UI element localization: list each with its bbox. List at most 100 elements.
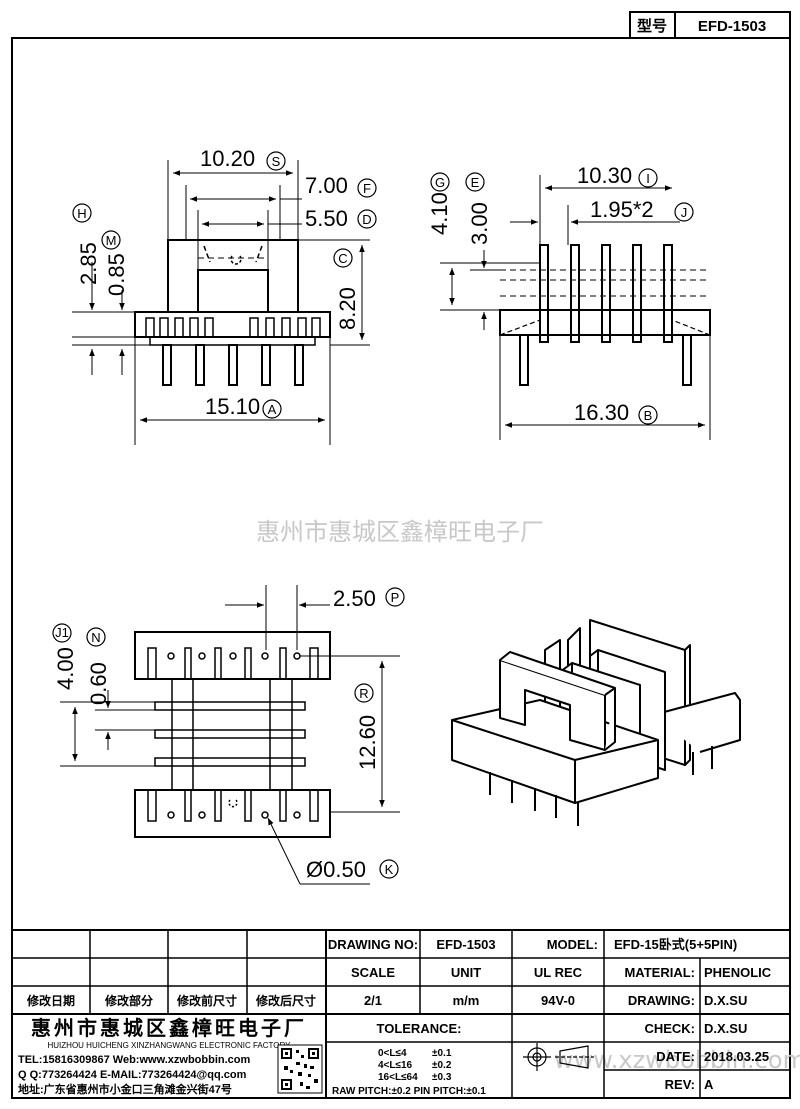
check-value: D.X.SU bbox=[704, 1021, 747, 1036]
watermark-company: 惠州市惠城区鑫樟旺电子厂 bbox=[256, 518, 544, 546]
tolerance-value-1: ±0.1 bbox=[432, 1048, 452, 1059]
dim-m-letter: M bbox=[106, 233, 117, 248]
dim-i-value: 10.30 bbox=[577, 163, 632, 188]
dim-h-letter: H bbox=[77, 206, 86, 221]
company-contact-2: Q Q:773264424 E-MAIL:773264424@qq.com bbox=[18, 1069, 247, 1081]
dim-b: 16.30 B bbox=[574, 400, 658, 425]
dim-e-value: 3.00 bbox=[467, 202, 492, 245]
company-name-cn: 惠州市惠城区鑫樟旺电子厂 bbox=[31, 1016, 307, 1040]
title-block-fields: DRAWING NO: EFD-1503 MODEL: EFD-15卧式(5+5… bbox=[328, 937, 772, 1097]
dim-d-letter: D bbox=[362, 212, 371, 227]
qr-code bbox=[277, 1044, 323, 1094]
dim-n: 0.60 N bbox=[86, 627, 111, 705]
front-view bbox=[72, 160, 370, 445]
pitch-tolerance: RAW PITCH:±0.2 PIN PITCH:±0.1 bbox=[332, 1086, 486, 1097]
tolerance-range-3: 16<L≤64 bbox=[378, 1072, 418, 1083]
dim-n-value: 0.60 bbox=[86, 662, 111, 705]
dim-f-value: 7.00 bbox=[305, 173, 348, 198]
dim-g: 4.10 G bbox=[427, 172, 452, 235]
dim-a: 15.10 A bbox=[205, 394, 282, 419]
sheet-border bbox=[11, 37, 791, 1099]
date-value: 2018.03.25 bbox=[704, 1049, 769, 1064]
dim-m: 0.85 M bbox=[101, 230, 129, 296]
dim-d: 5.50 D bbox=[305, 206, 377, 231]
dim-i: 10.30 I bbox=[577, 163, 658, 188]
dim-m-value: 0.85 bbox=[104, 253, 129, 296]
dim-i-letter: I bbox=[646, 171, 650, 186]
company-name-en: HUIZHOU HUICHENG XINZHANGWANG ELECTRONIC… bbox=[48, 1041, 292, 1050]
unit-label: UNIT bbox=[451, 965, 481, 980]
revision-after-header: 修改后尺寸 bbox=[255, 993, 316, 1008]
date-label: DATE: bbox=[656, 1049, 695, 1064]
header-model: EFD-1503 bbox=[698, 18, 766, 35]
dim-f: 7.00 F bbox=[305, 173, 377, 198]
dim-c: 8.20 C bbox=[333, 248, 360, 330]
side-view bbox=[440, 175, 711, 440]
rev-value: A bbox=[704, 1077, 714, 1092]
dim-k: Ø0.50 K bbox=[306, 857, 399, 882]
material-label: MATERIAL: bbox=[624, 965, 695, 980]
header-model-box: 型号 EFD-1503 bbox=[629, 11, 791, 39]
company-contact-1: TEL:15816309867 Web:www.xzwbobbin.com bbox=[18, 1054, 251, 1066]
dim-k-letter: K bbox=[385, 862, 394, 877]
drawing-no-label: DRAWING NO: bbox=[328, 937, 418, 952]
dim-p-value: 2.50 bbox=[333, 586, 376, 611]
title-block bbox=[12, 929, 790, 1098]
dim-j1: 4.00 J1 bbox=[52, 623, 78, 690]
tolerance-label: TOLERANCE: bbox=[377, 1021, 462, 1036]
projection-symbol-icon bbox=[523, 1043, 594, 1071]
dim-b-letter: B bbox=[644, 408, 653, 423]
dim-s: 10.20 S bbox=[200, 146, 286, 171]
company-info: 惠州市惠城区鑫樟旺电子厂 HUIZHOU HUICHENG XINZHANGWA… bbox=[18, 1016, 307, 1096]
company-address: 地址:广东省惠州市小金口三角滩金兴街47号 bbox=[18, 1082, 232, 1096]
drawing-label: DRAWING: bbox=[628, 993, 695, 1008]
check-label: CHECK: bbox=[644, 1021, 695, 1036]
top-view bbox=[60, 585, 400, 885]
dim-n-letter: N bbox=[91, 630, 100, 645]
scale-value: 2/1 bbox=[364, 993, 382, 1008]
dim-j-value: 1.95*2 bbox=[590, 197, 654, 222]
dim-f-letter: F bbox=[363, 181, 371, 196]
tolerance-range-2: 4<L≤16 bbox=[378, 1060, 413, 1071]
dim-p-letter: P bbox=[391, 590, 400, 605]
dim-g-letter: G bbox=[435, 175, 445, 190]
dim-j-letter: J bbox=[681, 205, 688, 220]
dim-j1-value: 4.00 bbox=[53, 647, 78, 690]
dim-e-letter: E bbox=[471, 175, 480, 190]
revision-part-header: 修改部分 bbox=[104, 993, 153, 1008]
dim-e: 3.00 E bbox=[465, 172, 492, 245]
ul-rec-label: UL REC bbox=[534, 965, 583, 980]
tolerance-range-1: 0<L≤4 bbox=[378, 1048, 407, 1059]
ul-rec-value: 94V-0 bbox=[541, 993, 575, 1008]
dim-c-value: 8.20 bbox=[335, 287, 360, 330]
dim-a-letter: A bbox=[268, 402, 277, 417]
dim-c-letter: C bbox=[338, 251, 347, 266]
tolerance-value-2: ±0.2 bbox=[432, 1060, 452, 1071]
revision-date-header: 修改日期 bbox=[26, 993, 75, 1008]
dim-j1-letter: J1 bbox=[55, 625, 69, 640]
dim-r: 12.60 R bbox=[354, 683, 380, 770]
revision-headers: 修改日期 修改部分 修改前尺寸 修改后尺寸 bbox=[26, 993, 316, 1008]
dim-s-letter: S bbox=[272, 154, 281, 169]
rev-label: REV: bbox=[665, 1077, 695, 1092]
drawing-value: D.X.SU bbox=[704, 993, 747, 1008]
revision-before-header: 修改前尺寸 bbox=[176, 993, 237, 1008]
tolerance-value-3: ±0.3 bbox=[432, 1072, 452, 1083]
header-type-label: 型号 bbox=[637, 17, 667, 35]
dim-d-value: 5.50 bbox=[305, 206, 348, 231]
dim-j: 1.95*2 J bbox=[590, 197, 694, 222]
isometric-view bbox=[451, 619, 741, 826]
dim-s-value: 10.20 bbox=[200, 146, 255, 171]
dim-a-value: 15.10 bbox=[205, 394, 260, 419]
dim-b-value: 16.30 bbox=[574, 400, 629, 425]
dim-g-value: 4.10 bbox=[427, 192, 452, 235]
drawing-no-value: EFD-1503 bbox=[436, 937, 495, 952]
dim-r-value: 12.60 bbox=[355, 715, 380, 770]
material-value: PHENOLIC bbox=[704, 965, 772, 980]
model-value: EFD-15卧式(5+5PIN) bbox=[614, 937, 737, 952]
dim-p: 2.50 P bbox=[333, 586, 405, 611]
unit-value: m/m bbox=[453, 993, 480, 1008]
model-label: MODEL: bbox=[547, 937, 598, 952]
dim-h: 2.85 H bbox=[72, 203, 101, 285]
